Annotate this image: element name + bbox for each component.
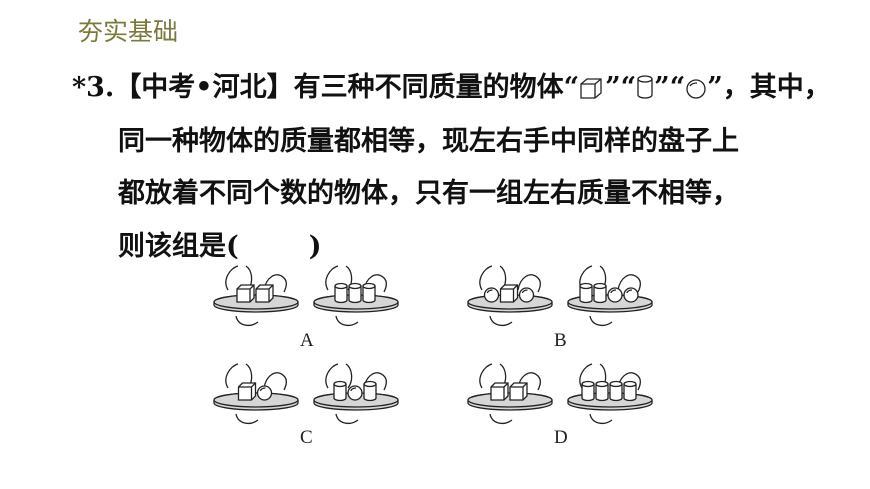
section-title: 夯实基础 <box>78 17 179 46</box>
sphere-icon <box>607 287 623 303</box>
left-hand <box>225 265 287 327</box>
cube-icon <box>499 284 519 303</box>
option-d-figure <box>462 358 662 438</box>
left-plate-objects <box>236 284 274 303</box>
sphere-icon <box>685 74 707 110</box>
cylinder-icon <box>333 380 347 402</box>
cube-icon <box>509 382 528 401</box>
left-plate <box>213 294 299 313</box>
question-text-1a: 有三种不同质量的物体“ <box>293 72 580 103</box>
cube-icon <box>490 382 509 401</box>
left-plate <box>213 392 299 411</box>
question-text-1c: ” <box>654 72 670 103</box>
question-text-1d: “ <box>669 72 686 103</box>
option-b-label: B <box>554 330 567 351</box>
left-hand <box>225 363 287 425</box>
question-text-4b: ) <box>308 231 322 262</box>
cube-icon <box>236 284 255 303</box>
left-plate-objects <box>490 382 528 401</box>
cube-icon <box>237 382 257 401</box>
option-b-figure <box>462 260 662 340</box>
sphere-icon <box>347 385 363 401</box>
sphere-icon <box>623 287 639 303</box>
cylinder-icon <box>334 282 348 304</box>
left-plate-objects <box>237 382 273 401</box>
question-text-1e: ”，其中， <box>707 72 831 103</box>
question-line-1: *3.【中考•河北】有三种不同质量的物体“ ”“ ”“ ”，其中， <box>72 70 831 110</box>
cylinder-icon <box>593 282 607 304</box>
option-a-figure <box>208 260 408 340</box>
cylinder-icon <box>579 282 593 304</box>
cylinder-icon <box>623 380 637 402</box>
right-plate-objects <box>579 282 639 304</box>
sphere-icon <box>483 287 500 303</box>
option-a-label: A <box>300 330 314 351</box>
right-plate-objects <box>333 380 377 402</box>
cylinder-icon <box>595 380 609 402</box>
option-d-label: D <box>554 427 568 448</box>
cylinder-icon <box>581 380 595 402</box>
cylinder-icon <box>362 282 376 304</box>
cube-icon <box>255 284 274 303</box>
option-c-label: C <box>300 427 313 448</box>
cube-icon <box>579 74 605 110</box>
sphere-icon <box>518 287 535 303</box>
cylinder-icon <box>348 282 362 304</box>
cylinder-icon <box>636 74 654 110</box>
left-plate-objects <box>483 284 535 303</box>
question-source: 【中考•河北】 <box>114 72 294 103</box>
right-hand <box>325 363 387 425</box>
question-line-3: 都放着不同个数的物体，只有一组左右质量不相等， <box>118 178 739 209</box>
sphere-icon <box>256 385 273 401</box>
left-hand <box>479 265 541 327</box>
cylinder-icon <box>609 380 623 402</box>
option-c-figure <box>208 358 408 438</box>
question-text-1b: ”“ <box>605 72 637 103</box>
question-text-4a: 则该组是( <box>118 231 239 262</box>
right-plate-objects <box>581 380 637 402</box>
question-line-2: 同一种物体的质量都相等，现左右手中同样的盘子上 <box>118 126 739 157</box>
right-plate-objects <box>334 282 376 304</box>
question-number: *3. <box>72 72 115 103</box>
cylinder-icon <box>363 380 377 402</box>
question-line-4: 则该组是() <box>118 229 322 265</box>
